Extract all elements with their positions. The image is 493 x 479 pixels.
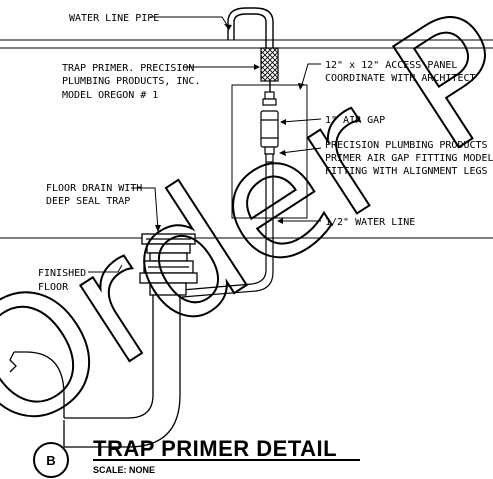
label-floor-drain-1: FLOOR DRAIN WITH bbox=[46, 183, 142, 194]
floor-drain bbox=[139, 233, 198, 296]
label-trap-primer-1: TRAP PRIMER. PRECISION bbox=[62, 63, 194, 74]
callout-labels: WATER LINE PIPE TRAP PRIMER. PRECISION P… bbox=[38, 13, 493, 293]
label-water-line: 1/2" WATER LINE bbox=[325, 217, 415, 228]
detail-title-block: B TRAP PRIMER DETAIL SCALE: NONE bbox=[33, 436, 360, 478]
detail-scale: SCALE: NONE bbox=[93, 465, 155, 475]
detail-bubble-letter: B bbox=[46, 453, 55, 468]
label-air-gap: 1" AIR GAP bbox=[325, 115, 385, 126]
label-water-line-pipe: WATER LINE PIPE bbox=[69, 13, 159, 24]
water-line-gooseneck bbox=[227, 7, 274, 48]
label-ppp-3: FITTING WITH ALIGNMENT LEGS bbox=[325, 166, 488, 177]
label-trap-primer-3: MODEL OREGON # 1 bbox=[62, 90, 158, 101]
label-ppp-2: PRIMER AIR GAP FITTING MODEL bbox=[325, 153, 493, 164]
leader-arrowheads bbox=[155, 24, 304, 232]
p-trap bbox=[9, 295, 181, 448]
trap-primer-body bbox=[260, 47, 279, 82]
label-floor-drain-2: DEEP SEAL TRAP bbox=[46, 196, 130, 207]
label-access-panel-2: COORDINATE WITH ARCHITECT bbox=[325, 73, 476, 84]
label-access-panel-1: 12" x 12" ACCESS PANEL bbox=[325, 60, 457, 71]
half-inch-water-line bbox=[181, 162, 274, 298]
label-finished-2: FLOOR bbox=[38, 282, 69, 293]
leader-lines bbox=[88, 16, 322, 273]
label-finished-1: FINISHED bbox=[38, 268, 86, 279]
air-gap-fitting bbox=[260, 91, 279, 163]
access-panel bbox=[231, 84, 308, 219]
detail-title: TRAP PRIMER DETAIL bbox=[93, 436, 337, 461]
label-ppp-1: PRECISION PLUMBING PRODUCTS bbox=[325, 140, 488, 151]
ceiling-lines bbox=[0, 39, 493, 49]
label-trap-primer-2: PLUMBING PRODUCTS, INC. bbox=[62, 76, 200, 87]
detail-bubble bbox=[33, 442, 69, 478]
